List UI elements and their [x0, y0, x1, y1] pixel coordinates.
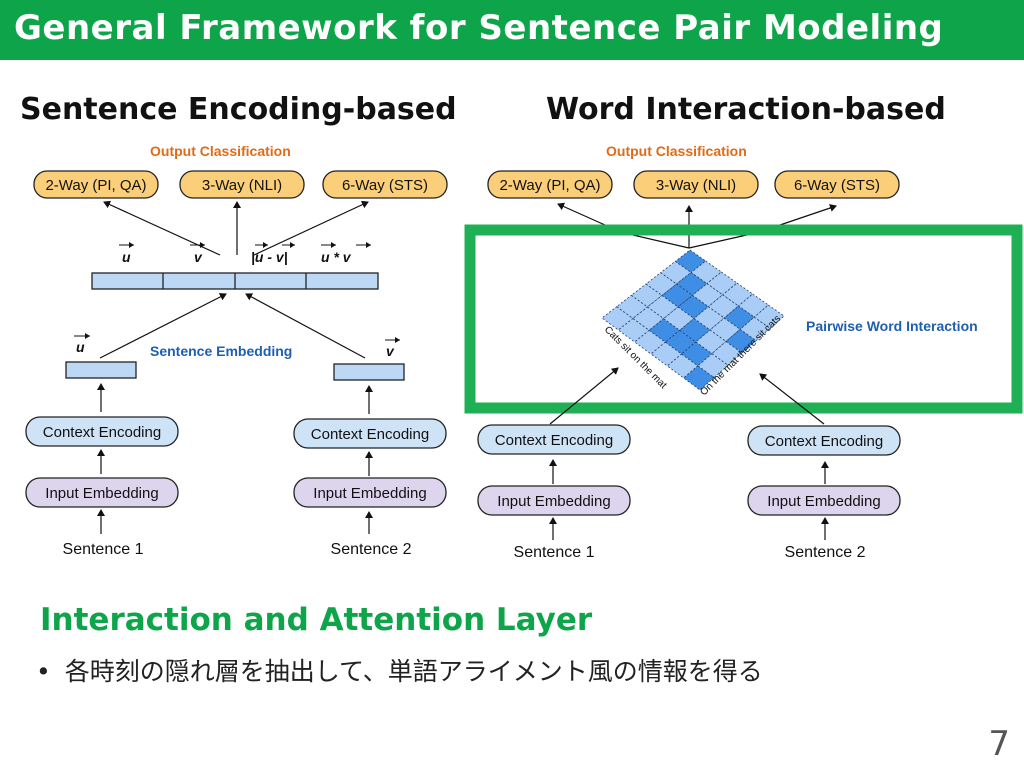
page-number: 7	[988, 724, 1010, 764]
matrix-cell	[662, 306, 695, 331]
matrix-cell	[664, 329, 697, 355]
sentence-embedding-label: Sentence Embedding	[150, 343, 292, 359]
feature-abs-diff: |u - v|	[251, 249, 288, 265]
matrix-cell	[693, 306, 725, 331]
right-context-encoding-2: Context Encoding	[747, 425, 901, 456]
left-concat-arrows	[99, 293, 366, 359]
right-output-2way: 2-Way (PI, QA)	[487, 170, 613, 199]
pairwise-interaction-label: Pairwise Word Interaction	[806, 318, 978, 334]
svg-text:Context Encoding: Context Encoding	[43, 424, 161, 441]
bullet-text: 各時刻の隠れ層を抽出して、単語アライメント風の情報を得る	[64, 657, 763, 686]
left-context-encoding-2: Context Encoding	[293, 418, 447, 449]
matrix-cell	[709, 317, 741, 343]
embedding-u-label: u	[76, 339, 85, 355]
svg-text:6-Way (STS): 6-Way (STS)	[342, 177, 428, 194]
matrix-cell	[666, 353, 699, 379]
matrix-cell	[661, 283, 694, 308]
svg-text:3-Way (NLI): 3-Way (NLI)	[202, 177, 282, 194]
matrix-cell	[683, 365, 715, 391]
left-input-embedding-1: Input Embedding	[25, 477, 179, 508]
svg-text:Context Encoding: Context Encoding	[311, 426, 429, 443]
embedding-v-label: v	[386, 343, 395, 359]
matrix-cell	[601, 306, 634, 331]
svg-text:2-Way (PI, QA): 2-Way (PI, QA)	[499, 177, 600, 194]
svg-text:3-Way (NLI): 3-Way (NLI)	[656, 177, 736, 194]
left-pane-title: Sentence Encoding-based	[20, 92, 457, 127]
matrix-cell	[711, 340, 743, 366]
right-pane-title: Word Interaction-based	[546, 92, 946, 127]
matrix-cell	[645, 272, 678, 297]
right-matrix-arrows	[549, 367, 829, 540]
right-input-embedding-2: Input Embedding	[747, 485, 901, 516]
matrix-cell	[650, 341, 683, 367]
highlight-frame	[464, 224, 1023, 414]
slide-header: General Framework for Sentence Pair Mode…	[0, 0, 1024, 60]
right-context-encoding-1: Context Encoding	[477, 424, 631, 455]
left-encoder-arrows	[97, 383, 373, 534]
right-output-label: Output Classification	[606, 143, 747, 159]
left-feature-labels: u v |u - v| u * v	[119, 242, 371, 265]
left-sentence-2: Sentence 2	[331, 541, 412, 558]
left-output-2way: 2-Way (PI, QA)	[33, 170, 159, 199]
left-output-arrows	[103, 200, 369, 256]
matrix-cell	[630, 283, 663, 308]
bullet-item: • 各時刻の隠れ層を抽出して、単語アライメント風の情報を得る	[36, 652, 763, 688]
left-output-6way: 6-Way (STS)	[322, 170, 448, 199]
right-sentence-2: Sentence 2	[785, 544, 866, 561]
svg-text:Context Encoding: Context Encoding	[765, 433, 883, 450]
matrix-cell	[632, 306, 665, 331]
right-sentence-1: Sentence 1	[514, 544, 595, 561]
embedding-u-box	[65, 361, 137, 379]
matrix-cell	[617, 317, 650, 343]
right-input-embedding-1: Input Embedding	[477, 485, 631, 516]
svg-text:Input Embedding: Input Embedding	[313, 485, 426, 502]
svg-text:Context Encoding: Context Encoding	[495, 432, 613, 449]
svg-text:Input Embedding: Input Embedding	[497, 493, 610, 510]
matrix-cell	[648, 318, 681, 343]
svg-text:6-Way (STS): 6-Way (STS)	[794, 177, 880, 194]
bullet-dot: •	[36, 657, 51, 686]
embedding-v-box	[333, 363, 405, 381]
section-title: Interaction and Attention Layer	[40, 602, 593, 638]
matrix-cell	[616, 294, 649, 320]
matrix-cell	[695, 329, 727, 355]
left-input-embedding-2: Input Embedding	[293, 477, 447, 508]
feature-v: v	[194, 249, 203, 265]
framework-diagram: Output Classification 2-Way (PI, QA) 3-W…	[25, 143, 1023, 561]
svg-text:2-Way (PI, QA): 2-Way (PI, QA)	[45, 177, 146, 194]
left-output-3way: 3-Way (NLI)	[179, 170, 305, 199]
left-context-encoding-1: Context Encoding	[25, 416, 179, 447]
slide-title: General Framework for Sentence Pair Mode…	[14, 8, 944, 48]
left-sentence-1: Sentence 1	[63, 541, 144, 558]
matrix-cell	[646, 294, 679, 320]
matrix-cell	[677, 294, 709, 320]
feature-u: u	[122, 249, 131, 265]
right-output-6way: 6-Way (STS)	[774, 170, 900, 199]
matrix-cell	[725, 328, 757, 354]
matrix-cell	[680, 341, 713, 367]
concat-feature-bar	[91, 272, 379, 290]
svg-text:Input Embedding: Input Embedding	[767, 493, 880, 510]
feature-product: u * v	[321, 249, 352, 265]
matrix-cell	[697, 353, 729, 379]
matrix-cell	[679, 317, 711, 343]
interaction-matrix	[601, 249, 785, 391]
svg-text:Input Embedding: Input Embedding	[45, 485, 158, 502]
matrix-cell	[634, 329, 666, 355]
left-output-label: Output Classification	[150, 143, 291, 159]
right-output-3way: 3-Way (NLI)	[633, 170, 759, 199]
